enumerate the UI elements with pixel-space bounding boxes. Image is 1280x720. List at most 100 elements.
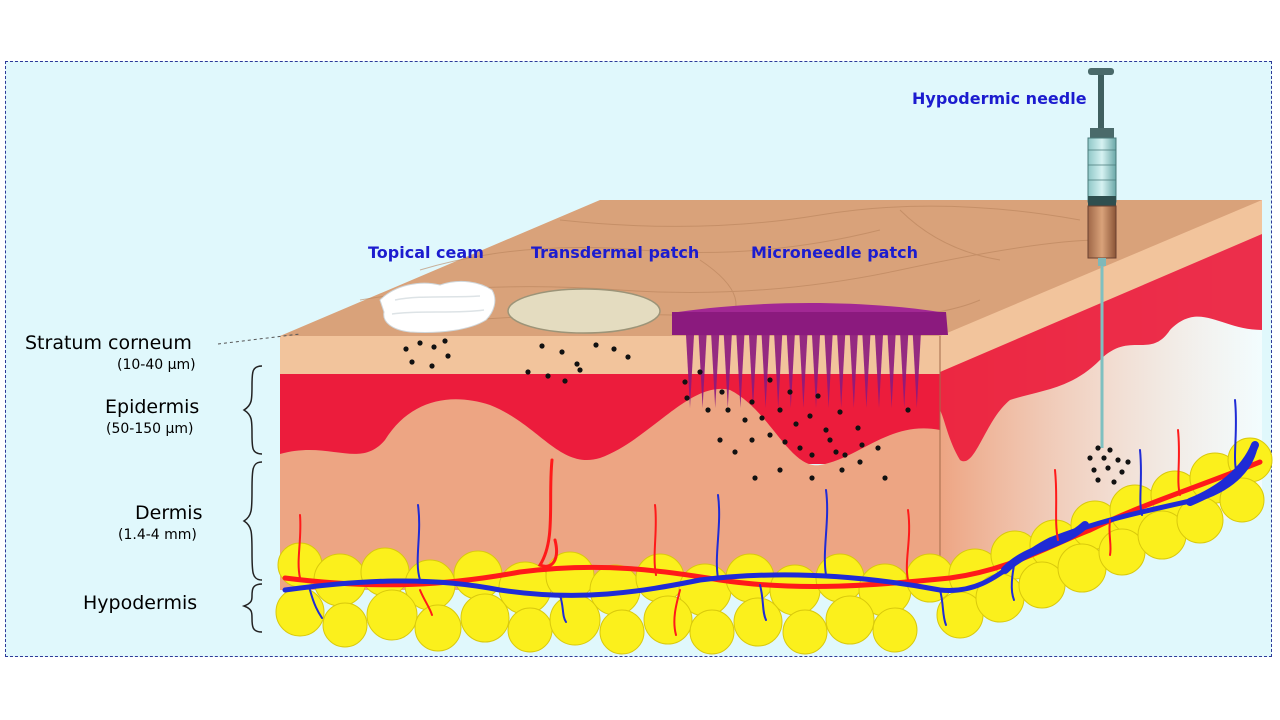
label-hypodermis: Hypodermis <box>83 592 198 614</box>
drug-particle <box>855 425 861 431</box>
vein-main <box>282 445 1258 598</box>
drug-particle <box>823 427 829 433</box>
microneedle <box>887 335 896 408</box>
label-dermis: Dermis <box>135 502 203 524</box>
drug-particle <box>577 367 583 373</box>
microneedle <box>698 335 707 408</box>
drug-particle <box>842 452 848 458</box>
blood-vessels <box>282 399 1263 636</box>
drug-particle <box>545 373 551 379</box>
drug-particle <box>611 346 617 352</box>
label-epidermis: Epidermis <box>105 396 200 418</box>
label-stratum-corneum: Stratum corneum <box>25 332 192 354</box>
drug-particle <box>682 379 688 385</box>
topical-cream <box>379 280 496 333</box>
drug-particle <box>767 377 773 383</box>
drug-particle <box>445 353 451 359</box>
drug-particle <box>1101 455 1107 461</box>
drug-particle <box>749 437 755 443</box>
label-hypodermic-needle: Hypodermic needle <box>912 89 1087 108</box>
drug-particle <box>525 369 531 375</box>
drug-particle <box>875 445 881 451</box>
drug-particle <box>767 432 773 438</box>
drug-particle <box>593 342 599 348</box>
drug-particle <box>705 407 711 413</box>
drug-particle <box>719 389 725 395</box>
drug-particle <box>833 449 839 455</box>
thickness-dermis: (1.4-4 mm) <box>118 527 197 543</box>
drug-particle <box>1091 467 1097 473</box>
microneedle <box>900 335 909 408</box>
drug-particle <box>717 437 723 443</box>
microneedle <box>875 335 883 408</box>
microneedle <box>812 335 820 408</box>
microneedle <box>837 335 846 408</box>
drug-particle <box>797 445 803 451</box>
drug-particle <box>1107 447 1113 453</box>
drug-particle <box>1111 479 1117 485</box>
drug-particle <box>625 354 631 360</box>
stratum-corneum-leader <box>217 333 301 345</box>
drug-particle <box>882 475 888 481</box>
drug-particle <box>815 393 821 399</box>
drug-particle <box>697 369 703 375</box>
drug-particle <box>809 475 815 481</box>
dermis-layer <box>280 388 940 590</box>
drug-particle <box>777 467 783 473</box>
drug-particle <box>859 442 865 448</box>
hypodermic-needle <box>1087 68 1117 448</box>
drug-particle <box>809 452 815 458</box>
microneedle <box>849 335 858 408</box>
drug-particle <box>1095 477 1101 483</box>
drug-particle <box>1105 465 1111 471</box>
drug-particle <box>742 417 748 423</box>
microneedle-patch <box>672 303 948 335</box>
label-microneedle-patch: Microneedle patch <box>751 243 918 262</box>
microneedle <box>761 335 770 408</box>
drug-particle <box>1119 469 1125 475</box>
microneedle <box>786 335 795 408</box>
microneedle <box>862 335 871 408</box>
microneedle <box>799 335 808 408</box>
label-transdermal-patch: Transdermal patch <box>531 243 700 262</box>
microneedle <box>723 335 732 408</box>
microneedle <box>686 335 694 408</box>
drug-particle <box>684 395 690 401</box>
microneedle <box>736 335 745 408</box>
drug-particle <box>759 415 765 421</box>
drug-particle <box>752 475 758 481</box>
drug-particle <box>827 437 833 443</box>
drug-particle <box>539 343 545 349</box>
layer-braces <box>241 365 263 633</box>
drug-particle <box>749 399 755 405</box>
microneedle <box>749 335 757 408</box>
drug-particle <box>409 359 415 365</box>
drug-particle <box>793 421 799 427</box>
drug-particle <box>777 407 783 413</box>
drug-particle <box>403 346 409 352</box>
drug-particle <box>857 459 863 465</box>
drug-particle <box>807 413 813 419</box>
drug-particle <box>782 439 788 445</box>
drug-particle <box>1095 445 1101 451</box>
microneedle <box>711 335 720 408</box>
microneedle-array <box>686 335 921 408</box>
drug-particle <box>1115 457 1121 463</box>
drug-particle <box>574 361 580 367</box>
drug-particle <box>417 340 423 346</box>
microneedle <box>824 335 833 408</box>
drug-particle <box>429 363 435 369</box>
drug-particle <box>431 344 437 350</box>
drug-particle <box>442 338 448 344</box>
drug-particle <box>559 349 565 355</box>
drug-particle <box>905 407 911 413</box>
thickness-epidermis: (50-150 μm) <box>106 421 194 437</box>
drug-particle <box>725 407 731 413</box>
drug-particle <box>732 449 738 455</box>
drug-particle <box>787 389 793 395</box>
microneedle <box>774 335 783 408</box>
drug-particle <box>1087 455 1093 461</box>
drug-particle <box>837 409 843 415</box>
drug-particle <box>562 378 568 384</box>
